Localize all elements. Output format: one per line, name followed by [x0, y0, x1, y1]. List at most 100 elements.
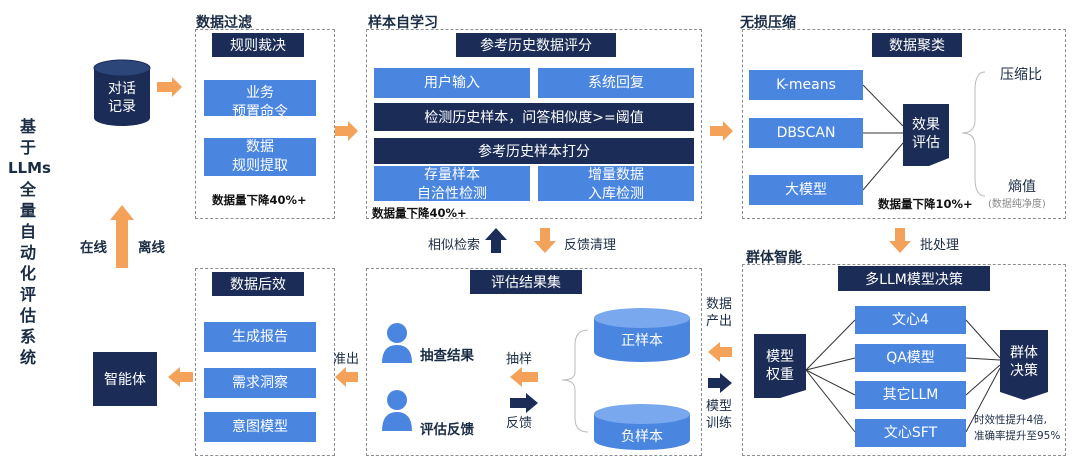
- arrow-up-similar: [485, 228, 507, 253]
- agent-box: [93, 352, 157, 406]
- eval-panel: [366, 268, 702, 456]
- system-title-char: 系: [19, 327, 36, 346]
- arrow-left-out: [335, 367, 358, 387]
- online-label: 在线: [80, 240, 107, 256]
- model-weight-box: [754, 334, 806, 398]
- group-panel: [742, 264, 1066, 456]
- arrow-right-2: [335, 121, 358, 141]
- model-other-llm: 其它LLM: [855, 381, 966, 409]
- compress-header: 数据聚类: [872, 33, 962, 57]
- system-title-char: 统: [19, 348, 36, 367]
- score-history-box: 参考历史样本打分: [374, 138, 694, 164]
- system-title-char: 量: [19, 201, 36, 220]
- data-out-label: 数据 产出: [706, 297, 733, 329]
- insight-box: 需求洞察: [204, 368, 316, 398]
- system-title-char: LLMs: [8, 159, 51, 177]
- llm-cluster-box: 大模型: [749, 175, 863, 205]
- navy-arrows: [485, 228, 732, 413]
- arrow-left-agent: [168, 367, 193, 387]
- system-title-char: 自: [19, 222, 36, 241]
- system-title-char: 评: [19, 285, 36, 304]
- model-weight-label: 模型 权重: [766, 349, 794, 383]
- backend-header: 数据后效: [212, 272, 304, 296]
- arrow-up-left: [110, 205, 134, 268]
- filter-item-rules: 数据 规则提取: [204, 138, 316, 176]
- sample-arrow-label: 抽样: [506, 352, 533, 367]
- spot-result-label: 抽查结果: [420, 348, 474, 364]
- group-lines: [805, 319, 1001, 433]
- selflearn-section-label: 样本自学习: [368, 15, 438, 31]
- system-title-char: 动: [19, 243, 36, 262]
- model-qa: QA模型: [855, 344, 966, 372]
- gain-speed-label: 时效性提升4倍,: [974, 414, 1048, 426]
- user-input-box: 用户输入: [374, 68, 530, 98]
- compress-section-label: 无损压缩: [740, 15, 796, 31]
- similar-search-label: 相似检索: [428, 238, 481, 253]
- ratio-label: 压缩比: [1000, 67, 1042, 83]
- arrow-down-cleanup: [534, 228, 556, 253]
- arrow-right-3: [710, 121, 733, 141]
- dialog-record-label: 对话 记录: [108, 81, 136, 115]
- compress-panel: [742, 29, 1066, 219]
- system-title-char: 基: [19, 117, 36, 136]
- feedback-cleanup-label: 反馈清理: [564, 238, 617, 253]
- positive-label: 正样本: [621, 333, 663, 349]
- feedback-arrow-label: 反馈: [506, 416, 533, 431]
- group-decision-box: [1000, 330, 1048, 400]
- filter-item-preset: 业务 预置命令: [204, 80, 316, 116]
- intent-model-box: 意图模型: [204, 412, 316, 442]
- filter-section-label: 数据过滤: [196, 15, 252, 31]
- eval-feedback-label: 评估反馈: [420, 422, 474, 438]
- positive-cylinder: [594, 308, 690, 362]
- model-wenxin4: 文心4: [855, 306, 966, 334]
- eval-header: 评估结果集: [470, 270, 582, 294]
- model-wenxin-sft: 文心SFT: [855, 419, 966, 447]
- offline-label: 离线: [138, 240, 165, 256]
- filter-header: 规则裁决: [212, 33, 304, 57]
- system-title-char: 化: [19, 264, 36, 283]
- compress-note: 数据量下降10%+: [878, 197, 973, 211]
- gain-accuracy-label: 准确率提升至95%: [974, 430, 1061, 442]
- orange-arrows: [110, 77, 911, 387]
- selflearn-header: 参考历史数据评分: [456, 33, 616, 57]
- arrow-left-dataout: [708, 342, 732, 362]
- stock-check-box: 存量样本 自洽性检测: [374, 166, 530, 201]
- arrow-left-sample: [510, 367, 538, 387]
- system-reply-box: 系统回复: [538, 68, 694, 98]
- report-box: 生成报告: [204, 322, 316, 352]
- filter-note: 数据量下降40%+: [212, 193, 307, 207]
- system-title-char: 估: [19, 306, 36, 325]
- effect-eval-box: [903, 104, 949, 166]
- dbscan-box: DBSCAN: [749, 118, 863, 148]
- system-title-char: 于: [19, 138, 36, 157]
- out-label: 准出: [333, 352, 360, 367]
- dialog-record-cylinder: [93, 59, 151, 126]
- system-title-char: 全: [19, 180, 36, 199]
- group-decision-label: 群体 决策: [1010, 345, 1038, 379]
- kmeans-box: K-means: [749, 70, 863, 100]
- batch-label: 批处理: [920, 238, 960, 253]
- entropy-label: 熵值: [1008, 179, 1036, 195]
- cluster-lines: [862, 71, 986, 197]
- group-header: 多LLM模型决策: [838, 266, 990, 291]
- person-icons: [382, 323, 412, 431]
- filter-panel: [195, 29, 335, 219]
- arrow-right-1: [157, 77, 182, 97]
- negative-cylinder: [594, 404, 690, 450]
- arrow-down-batch: [889, 228, 911, 253]
- agent-label: 智能体: [104, 372, 146, 388]
- model-train-label: 模型 训练: [706, 399, 733, 431]
- selflearn-panel: [366, 29, 702, 219]
- effect-eval-label: 效果 评估: [912, 117, 940, 151]
- negative-label: 负样本: [621, 429, 663, 445]
- detect-history-box: 检测历史样本，问答相似度>=阈值: [374, 103, 694, 131]
- increment-check-box: 增量数据 入库检测: [538, 166, 694, 201]
- entropy-sub-label: (数据纯净度): [988, 199, 1046, 210]
- backend-panel: [195, 268, 335, 456]
- arrow-right-train: [708, 373, 732, 393]
- system-title: 基于 LLMs 全量自动化评估系统: [8, 116, 51, 368]
- selflearn-note: 数据量下降40%+: [372, 206, 467, 220]
- group-section-label: 群体智能: [746, 250, 802, 266]
- arrow-right-feedback: [510, 393, 538, 413]
